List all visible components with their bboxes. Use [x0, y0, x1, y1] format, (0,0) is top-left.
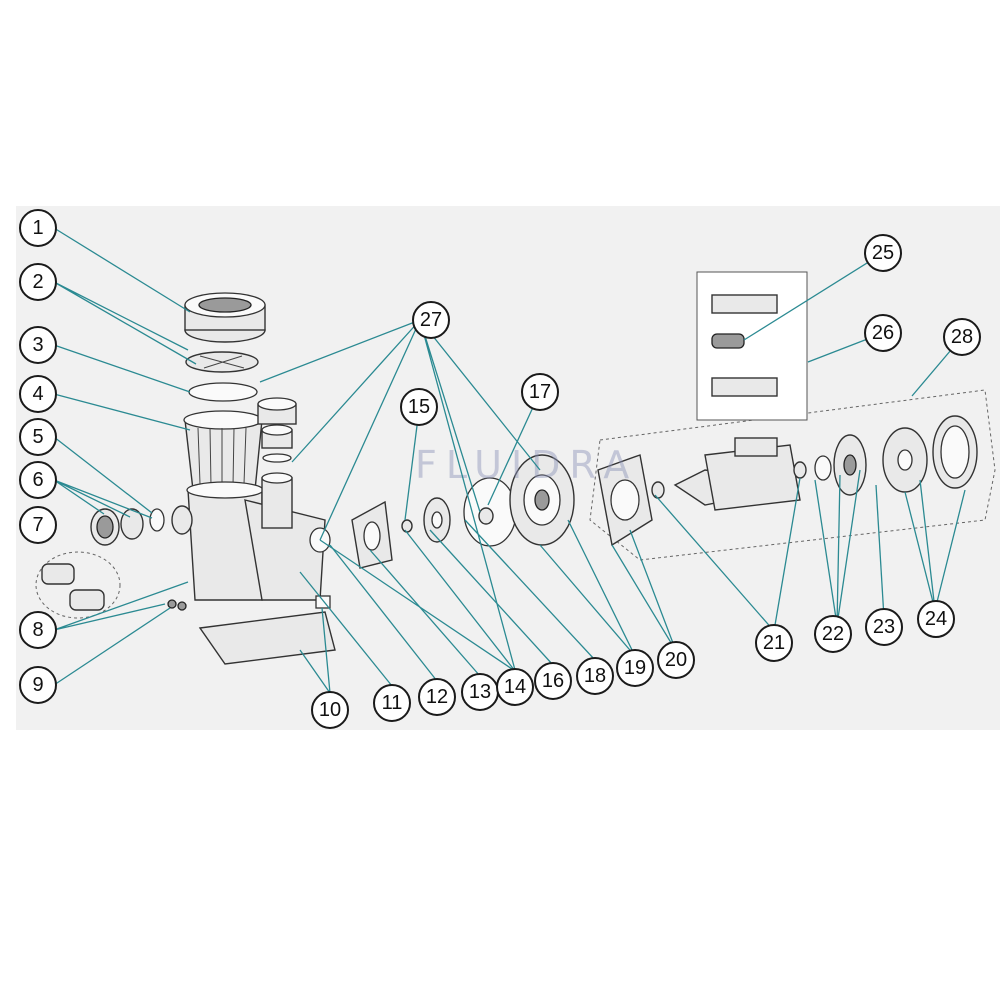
svg-text:26: 26: [872, 322, 894, 344]
callout-1: 1: [19, 209, 57, 247]
svg-text:16: 16: [542, 670, 564, 692]
motor-group-outline: [589, 389, 996, 561]
seal-plate: [509, 454, 575, 546]
rear-cover: [814, 434, 867, 496]
callout-9: 9: [19, 666, 57, 704]
svg-text:8: 8: [32, 619, 43, 641]
svg-text:1: 1: [32, 217, 43, 239]
callout-17: 17: [521, 373, 559, 411]
callout-6: 6: [19, 461, 57, 499]
mechanical-seal: [478, 507, 494, 525]
impeller: [423, 497, 451, 543]
svg-text:15: 15: [408, 396, 430, 418]
svg-text:12: 12: [426, 686, 448, 708]
svg-text:3: 3: [32, 334, 43, 356]
lid-ring: [184, 292, 266, 343]
callout-26: 26: [864, 314, 902, 352]
callout-20: 20: [657, 641, 695, 679]
diffuser-screw: [401, 519, 413, 533]
callout-13: 13: [461, 673, 499, 711]
svg-text:27: 27: [420, 309, 442, 331]
cover-o-ring: [188, 382, 258, 402]
union-fittings-side: [90, 508, 165, 546]
strainer-cover: [185, 351, 259, 373]
callout-12: 12: [418, 678, 456, 716]
rear-bearing: [793, 461, 807, 479]
diffuser: [351, 500, 393, 569]
cooling-fan: [882, 427, 928, 493]
callout-11: 11: [373, 684, 411, 722]
drain-plugs: [167, 599, 187, 611]
svg-text:9: 9: [32, 674, 43, 696]
callout-18: 18: [576, 657, 614, 695]
svg-text:23: 23: [873, 616, 895, 638]
callout-24: 24: [917, 600, 955, 638]
svg-text:24: 24: [925, 608, 947, 630]
svg-text:18: 18: [584, 665, 606, 687]
svg-text:21: 21: [763, 632, 785, 654]
svg-text:28: 28: [951, 326, 973, 348]
svg-text:25: 25: [872, 242, 894, 264]
callout-21: 21: [755, 624, 793, 662]
callout-3: 3: [19, 326, 57, 364]
electrical-box-parts: [711, 294, 778, 397]
callout-14: 14: [496, 668, 534, 706]
motor-rotor: [673, 437, 801, 511]
svg-text:17: 17: [529, 381, 551, 403]
callout-15: 15: [400, 388, 438, 426]
svg-text:2: 2: [32, 271, 43, 293]
callout-28: 28: [943, 318, 981, 356]
svg-text:4: 4: [32, 383, 43, 405]
svg-text:10: 10: [319, 699, 341, 721]
callout-7: 7: [19, 506, 57, 544]
callout-25: 25: [864, 234, 902, 272]
callout-16: 16: [534, 662, 572, 700]
pump-body: [171, 472, 326, 601]
glue-adapters: [35, 551, 121, 619]
svg-text:22: 22: [822, 623, 844, 645]
motor-flange: [597, 454, 653, 547]
svg-text:5: 5: [32, 426, 43, 448]
strainer-basket: [183, 410, 263, 491]
callout-27: 27: [412, 301, 450, 339]
union-nut-top: [257, 397, 297, 463]
svg-text:20: 20: [665, 649, 687, 671]
svg-text:6: 6: [32, 469, 43, 491]
callout-8: 8: [19, 611, 57, 649]
svg-text:13: 13: [469, 681, 491, 703]
watermark-text: FLUIDRA: [415, 443, 638, 487]
pump-base: [198, 595, 336, 665]
callout-23: 23: [865, 608, 903, 646]
callout-5: 5: [19, 418, 57, 456]
svg-text:7: 7: [32, 514, 43, 536]
svg-text:14: 14: [504, 676, 526, 698]
callout-19: 19: [616, 649, 654, 687]
callout-10: 10: [311, 691, 349, 729]
front-bearing: [651, 481, 665, 499]
svg-text:19: 19: [624, 657, 646, 679]
callout-2: 2: [19, 263, 57, 301]
fan-cover: [932, 415, 978, 489]
svg-text:11: 11: [382, 692, 403, 714]
callout-4: 4: [19, 375, 57, 413]
callout-22: 22: [814, 615, 852, 653]
